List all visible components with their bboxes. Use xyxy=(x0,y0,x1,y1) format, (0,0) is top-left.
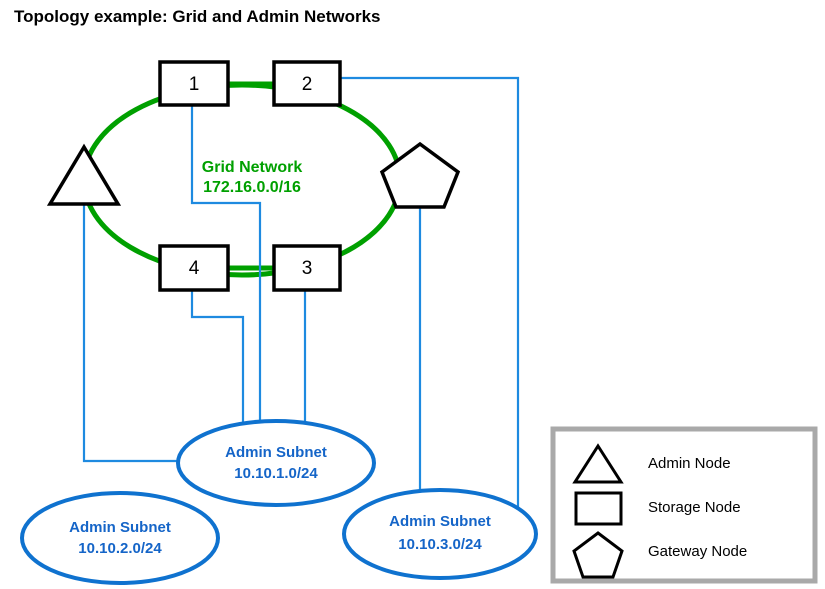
storage-node-2-label: 2 xyxy=(302,74,313,95)
storage-node-4-label: 4 xyxy=(189,258,200,279)
triangle-icon xyxy=(572,443,624,484)
legend-item-gateway-node-label: Gateway Node xyxy=(648,543,747,560)
page-title: Topology example: Grid and Admin Network… xyxy=(14,7,381,26)
storage-node-2-shape xyxy=(272,60,342,107)
gateway-node-pentagon-shape xyxy=(379,141,461,209)
storage-node-3[interactable]: 3 xyxy=(272,244,342,292)
storage-node-4[interactable]: 4 xyxy=(158,244,230,292)
storage-node-1[interactable]: 1 xyxy=(158,60,230,107)
admin-subnet-3[interactable]: Admin Subnet 10.10.3.0/24 xyxy=(342,488,538,580)
admin-subnet-3-cidr: 10.10.3.0/24 xyxy=(398,536,482,553)
link-node2-to-subnet3 xyxy=(338,76,520,512)
link-node1-to-subnet1 xyxy=(190,105,262,443)
storage-node-3-label: 3 xyxy=(302,258,313,279)
admin-subnet-1-ellipse xyxy=(176,419,376,507)
admin-subnet-3-ellipse xyxy=(342,488,538,580)
admin-subnet-2-name: Admin Subnet xyxy=(69,519,171,536)
legend-item-gateway-node: Gateway Node xyxy=(572,531,747,579)
legend-item-storage-node: Storage Node xyxy=(574,491,741,526)
legend-item-admin-node-label: Admin Node xyxy=(648,455,731,472)
pentagon-icon xyxy=(572,531,624,579)
admin-subnet-1-name: Admin Subnet xyxy=(225,444,327,461)
admin-subnet-3-name: Admin Subnet xyxy=(389,513,491,530)
admin-subnet-2[interactable]: Admin Subnet 10.10.2.0/24 xyxy=(20,491,220,585)
storage-node-1-label: 1 xyxy=(189,74,200,95)
legend-item-storage-node-label: Storage Node xyxy=(648,499,741,516)
link-node4-to-subnet1 xyxy=(190,290,245,441)
legend: Admin Node Storage Node Gateway Node xyxy=(550,426,818,584)
rectangle-icon xyxy=(574,491,623,526)
admin-node[interactable] xyxy=(46,143,122,206)
admin-subnet-1[interactable]: Admin Subnet 10.10.1.0/24 xyxy=(176,419,376,507)
admin-subnet-1-cidr: 10.10.1.0/24 xyxy=(234,465,318,482)
admin-node-triangle-shape xyxy=(46,143,122,206)
grid-network-cidr: 172.16.0.0/16 xyxy=(203,179,301,196)
storage-node-3-shape xyxy=(272,244,342,292)
link-adminnode-to-subnet1 xyxy=(82,205,180,463)
gateway-node[interactable] xyxy=(379,141,461,209)
storage-node-4-shape xyxy=(158,244,230,292)
admin-subnet-2-ellipse xyxy=(20,491,220,585)
admin-subnet-2-cidr: 10.10.2.0/24 xyxy=(78,540,162,557)
legend-item-admin-node: Admin Node xyxy=(572,443,731,484)
storage-node-2[interactable]: 2 xyxy=(272,60,342,107)
storage-node-1-shape xyxy=(158,60,230,107)
grid-network-name: Grid Network xyxy=(202,159,303,176)
